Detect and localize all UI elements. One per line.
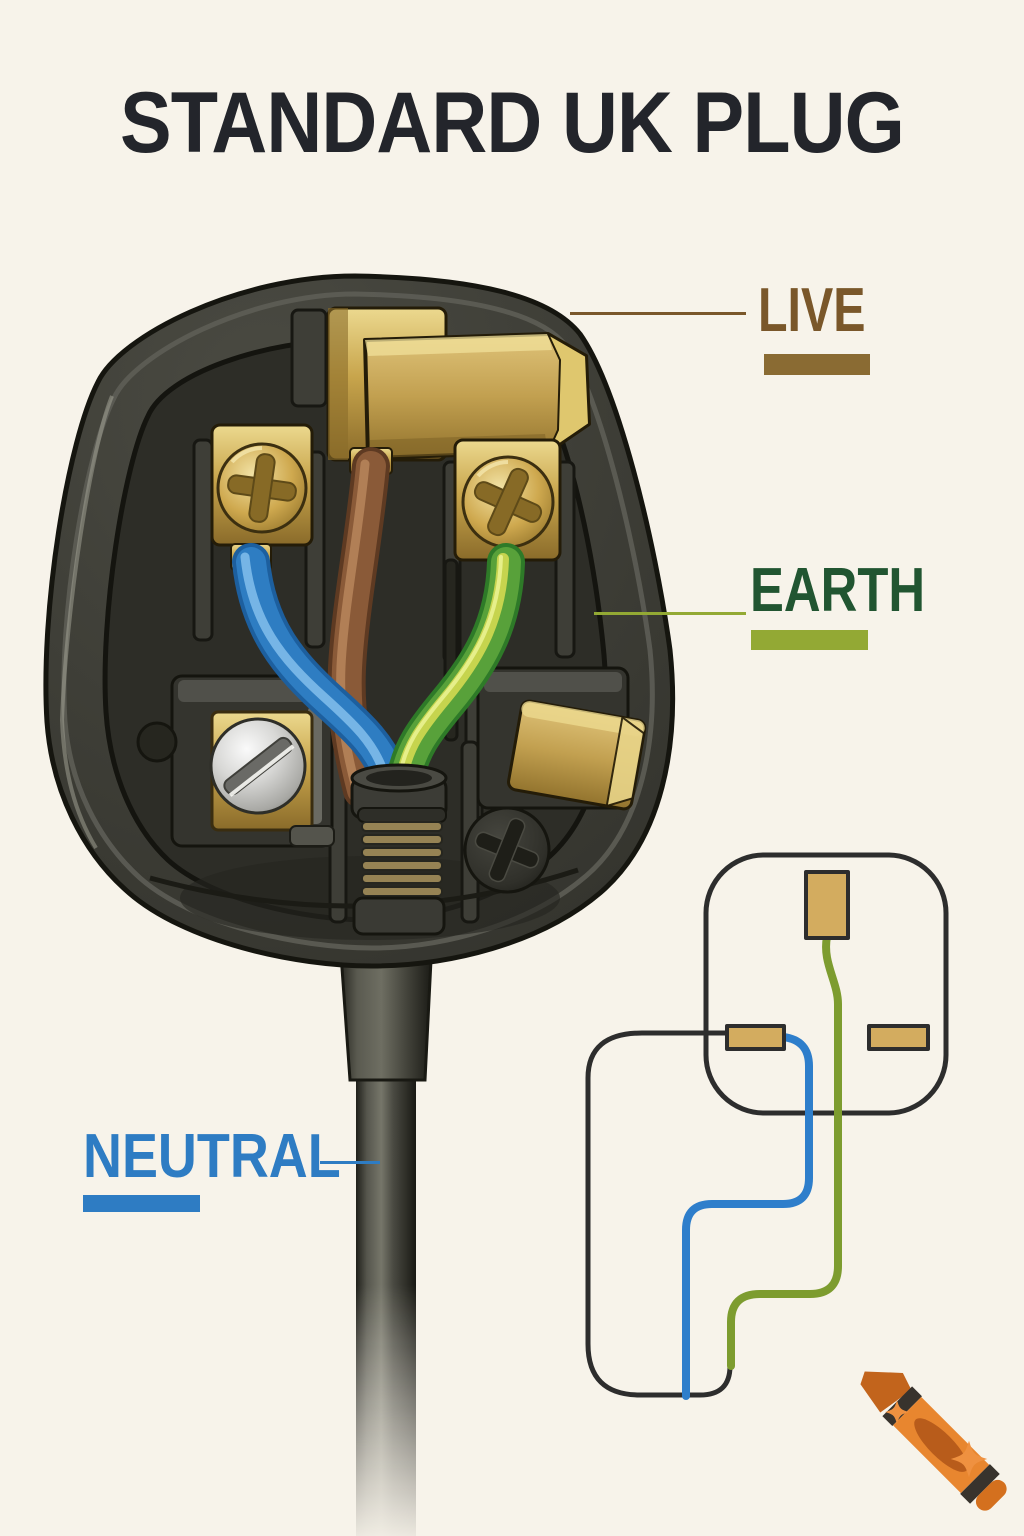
side-pin: [507, 699, 647, 811]
earth-color-swatch: [751, 630, 868, 650]
right-terminal-screw: [461, 455, 555, 549]
page-title: STANDARD UK PLUG: [120, 75, 905, 171]
cable-outer-sheath: [356, 1060, 416, 1536]
neutral-label: NEUTRAL: [83, 1122, 341, 1191]
schematic-cord-outline: [585, 1030, 733, 1398]
live-label: LIVE: [758, 276, 866, 345]
sparkle-icon: [885, 1400, 988, 1478]
schematic-plug-outline: [703, 852, 949, 1116]
bottom-left-tab: [289, 825, 335, 847]
case-screw: [463, 806, 551, 894]
plug-body-edge-highlight: [59, 395, 114, 850]
left-terminal-screw: [216, 442, 308, 534]
left-recess-hole: [136, 721, 178, 763]
neutral-color-swatch: [83, 1195, 200, 1212]
neutral-leader-line: [320, 1161, 380, 1164]
schematic-right-pin: [867, 1024, 930, 1051]
top-pin-terminal: [326, 306, 591, 475]
schematic-earth-wire: [727, 933, 842, 1370]
schematic-neutral-wire: [682, 1033, 813, 1400]
earth-wire-green-yellow: [386, 543, 525, 799]
earth-leader-line: [594, 612, 746, 615]
neutral-wire-blue: [232, 543, 409, 797]
live-color-swatch: [764, 354, 870, 375]
mains-cable: [338, 938, 434, 1536]
right-terminal: [453, 438, 562, 562]
earth-label: EARTH: [750, 556, 926, 625]
schematic-left-pin: [725, 1024, 786, 1051]
grip-spring-coils: [361, 821, 443, 897]
wiring-schematic: [585, 852, 949, 1400]
crayon-icon: [860, 1371, 1007, 1511]
live-leader-line: [570, 312, 746, 315]
bottom-left-terminal: [170, 674, 335, 848]
cable-grip: [350, 763, 448, 936]
bottom-left-screw: [209, 717, 307, 815]
bottom-right-terminal: [476, 666, 647, 811]
schematic-earth-pin: [804, 870, 850, 940]
